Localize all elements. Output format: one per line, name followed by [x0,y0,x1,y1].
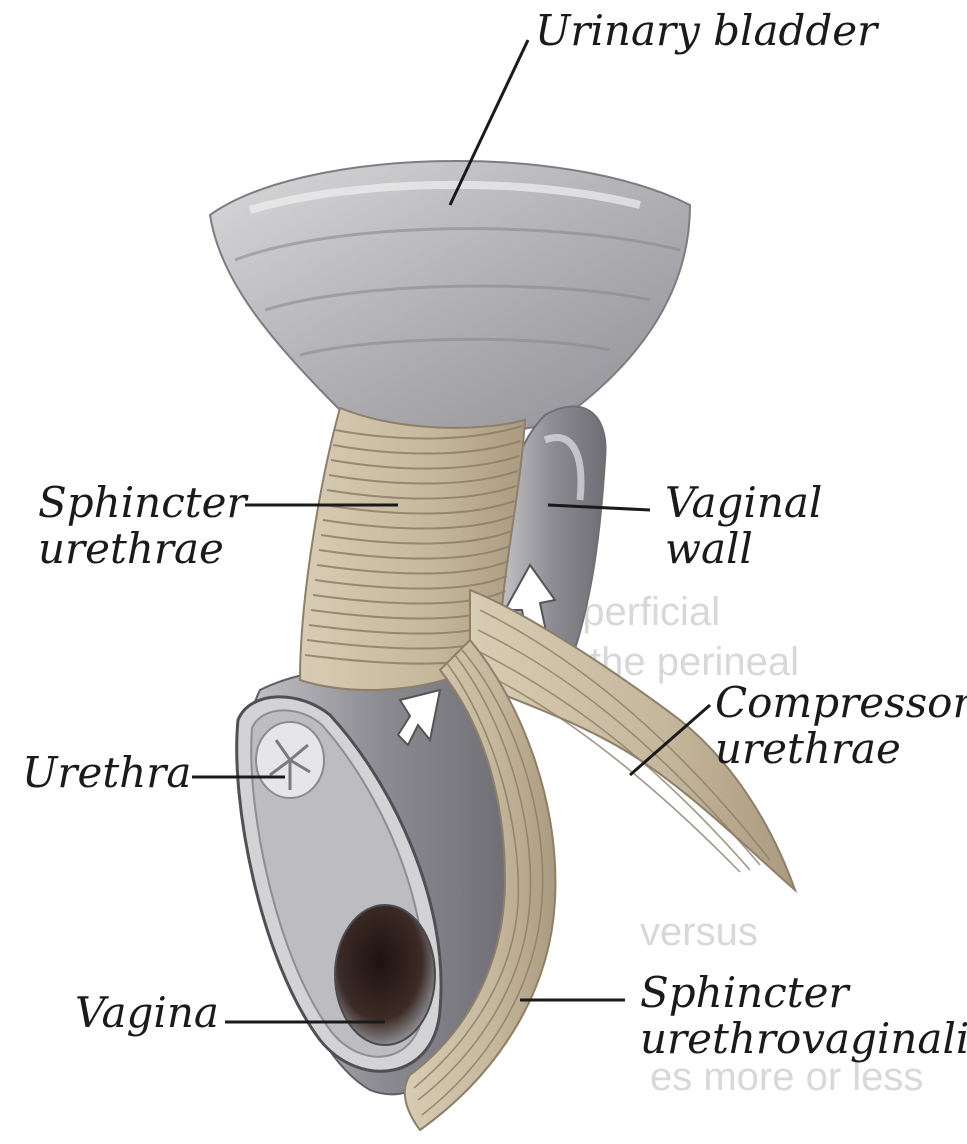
label-line: Compressor [715,680,967,726]
urethra-lumen [256,722,324,798]
label-line: urethrae [715,726,967,772]
label-sphincter-urethrae: Sphincter urethrae [38,480,247,572]
label-vagina: Vagina [75,990,219,1036]
label-compressor-urethrae: Compressor urethrae [715,680,967,772]
label-sphincter-urethrovaginalis: Sphincter urethrovaginalis [640,970,967,1062]
label-vaginal-wall: Vaginal wall [665,480,822,572]
label-line: Sphincter [640,970,967,1016]
label-line: urethrae [38,526,247,572]
label-line: Vaginal [665,480,822,526]
label-line: urethrovaginalis [640,1016,967,1062]
label-line: wall [665,526,822,572]
label-urethra: Urethra [22,750,191,796]
label-urinary-bladder: Urinary bladder [535,8,877,54]
label-line: Sphincter [38,480,247,526]
vagina-lumen [335,905,435,1045]
